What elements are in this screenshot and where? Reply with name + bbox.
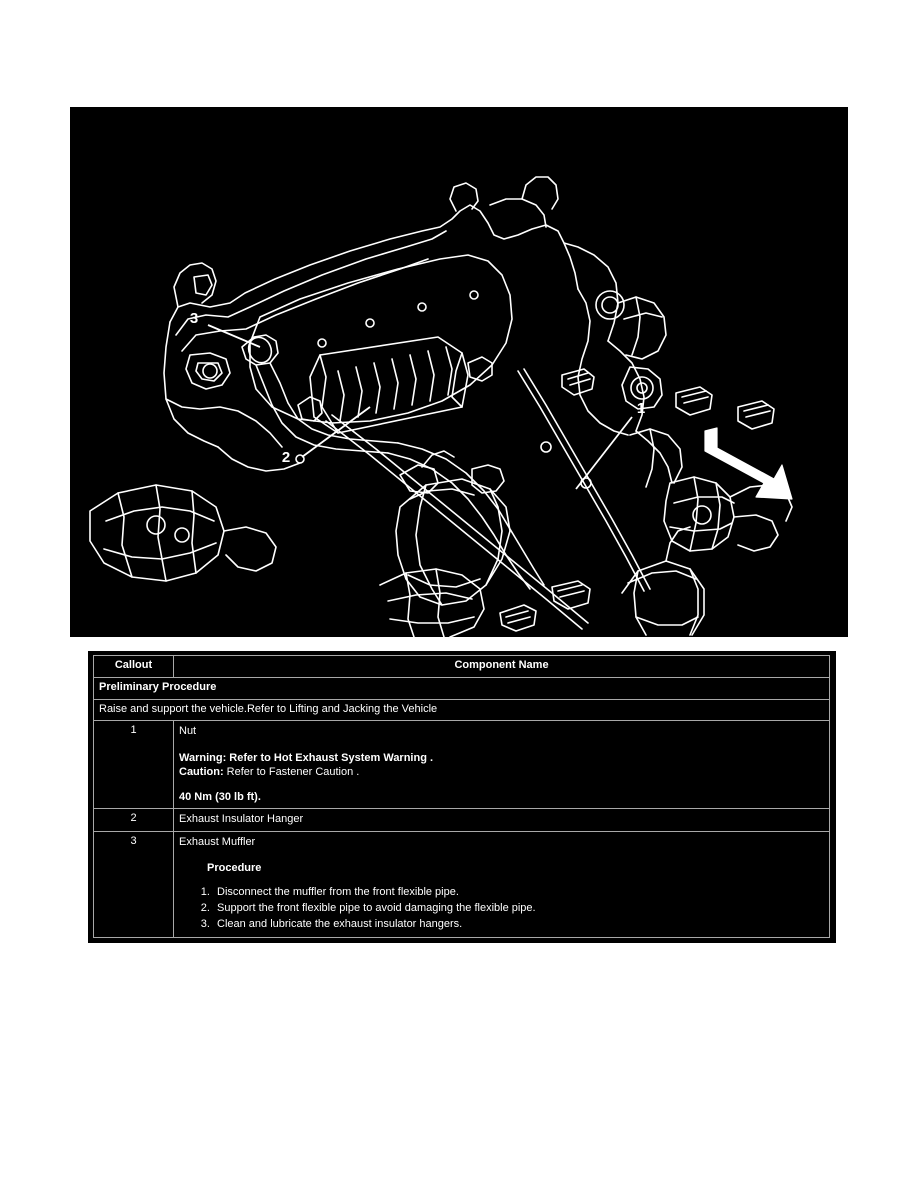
row-3-procedure-heading: Procedure bbox=[207, 861, 262, 874]
row-3-procedure-list: Disconnect the muffler from the front fl… bbox=[179, 885, 824, 932]
row-2-component-cell: Exhaust Insulator Hanger bbox=[173, 808, 830, 832]
preliminary-procedure-text: Raise and support the vehicle.Refer to L… bbox=[93, 698, 830, 722]
row-1-caution-text: Refer to Fastener Caution . bbox=[223, 765, 360, 778]
callout-table: Callout Component Name Preliminary Proce… bbox=[93, 655, 830, 939]
table-header: Callout Component Name bbox=[93, 655, 830, 678]
exhaust-system-illustration: 3 2 1 bbox=[70, 107, 848, 637]
row-3-callout-number: 3 bbox=[93, 830, 174, 939]
table-row: 3 Exhaust Muffler Procedure Disconnect t… bbox=[93, 830, 830, 939]
callout-table-container: Callout Component Name Preliminary Proce… bbox=[88, 651, 836, 944]
callout-2-leader bbox=[301, 406, 371, 458]
row-2-callout-number: 2 bbox=[93, 808, 174, 832]
header-component-name: Component Name bbox=[173, 655, 830, 678]
table-body: Preliminary Procedure Raise and support … bbox=[93, 676, 830, 939]
illustration-linework: 3 2 1 bbox=[70, 107, 848, 637]
callout-3-label: 3 bbox=[190, 310, 198, 327]
table-row: 2 Exhaust Insulator Hanger bbox=[93, 808, 830, 832]
row-1-component-name: Nut bbox=[179, 725, 197, 738]
preliminary-procedure-title: Preliminary Procedure bbox=[93, 676, 830, 700]
row-3-component-name: Exhaust Muffler bbox=[179, 836, 256, 848]
row-3-component-cell: Exhaust Muffler Procedure Disconnect the… bbox=[173, 830, 830, 939]
callout-1-label: 1 bbox=[637, 400, 645, 417]
callout-1-group: 1 bbox=[575, 400, 645, 490]
row-1-caution-label: Caution: bbox=[179, 765, 224, 778]
table-header-row: Callout Component Name bbox=[93, 655, 830, 678]
procedure-step: Disconnect the muffler from the front fl… bbox=[213, 885, 824, 899]
callout-3-group: 3 bbox=[190, 310, 261, 348]
direction-arrow bbox=[704, 427, 793, 500]
callout-3-leader bbox=[207, 324, 261, 348]
header-callout: Callout bbox=[93, 655, 174, 678]
row-1-spacer bbox=[179, 739, 824, 750]
row-1-callout-number: 1 bbox=[93, 720, 174, 810]
callout-1-leader bbox=[575, 416, 633, 490]
callout-2-label: 2 bbox=[282, 449, 290, 466]
subframe-linework bbox=[89, 176, 793, 637]
row-1-caution-line: Caution: Refer to Fastener Caution . bbox=[179, 766, 824, 780]
row-1-warning-text: Warning: Refer to Hot Exhaust System War… bbox=[179, 752, 434, 764]
procedure-step: Clean and lubricate the exhaust insulato… bbox=[213, 917, 824, 931]
procedure-step: Support the front flexible pipe to avoid… bbox=[213, 901, 824, 915]
callout-2-group: 2 bbox=[282, 406, 371, 466]
row-1-component-cell: Nut Warning: Refer to Hot Exhaust System… bbox=[173, 720, 830, 810]
preliminary-procedure-text-row: Raise and support the vehicle.Refer to L… bbox=[93, 698, 830, 722]
table-row: 1 Nut Warning: Refer to Hot Exhaust Syst… bbox=[93, 720, 830, 810]
row-2-component-name: Exhaust Insulator Hanger bbox=[179, 813, 304, 826]
row-1-torque-spec: 40 Nm (30 lb ft). bbox=[179, 790, 261, 803]
preliminary-procedure-title-row: Preliminary Procedure bbox=[93, 676, 830, 700]
